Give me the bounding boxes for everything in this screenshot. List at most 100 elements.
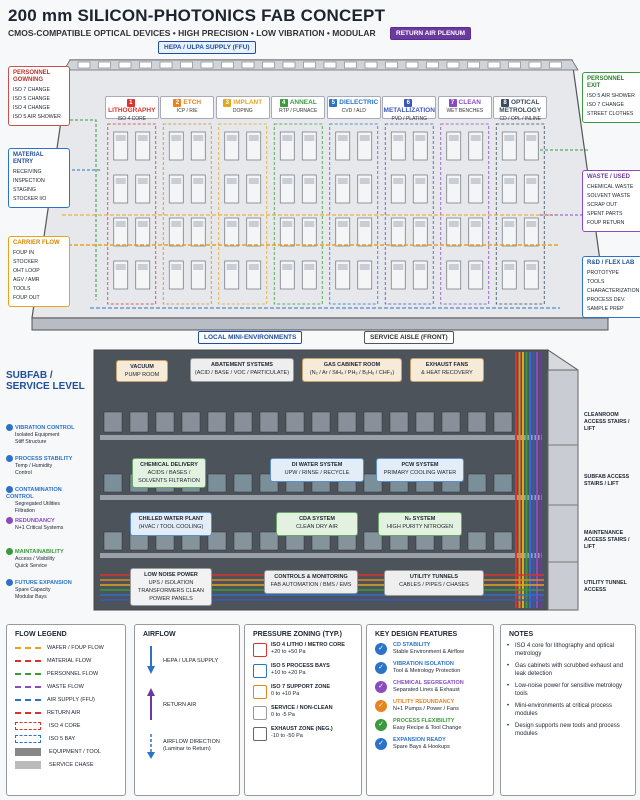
bay-sub: PVD / PLATING xyxy=(391,116,427,122)
pressure-title: PRESSURE ZONING (TYP.) xyxy=(253,631,342,638)
bay-number-badge: 5 xyxy=(329,99,338,107)
bay-number-badge: 2 xyxy=(173,99,182,107)
feature-item: Control xyxy=(15,469,32,476)
ffu-unit xyxy=(364,61,378,69)
tool-panel xyxy=(359,221,370,227)
bay-zone xyxy=(218,123,268,305)
tool-panel xyxy=(226,135,237,141)
personnel-exit-box: PERSONNEL EXIT ISO 5 AIR SHOWER ISO 7 CH… xyxy=(582,72,640,123)
feature-icon xyxy=(6,579,13,586)
tool-panel xyxy=(193,264,204,270)
bay-sub: WET BENCHES xyxy=(446,108,484,114)
tool-panel xyxy=(304,221,315,227)
subfab-equipment-unit xyxy=(285,411,305,433)
tool-panel xyxy=(337,264,348,270)
check-icon: ✓ xyxy=(375,738,387,750)
subfab-equipment-unit xyxy=(441,411,461,433)
tool-panel xyxy=(415,178,426,184)
tool-panel xyxy=(248,221,259,227)
ffu-unit xyxy=(282,61,296,69)
tool-panel xyxy=(137,135,148,141)
ffu-unit xyxy=(385,61,398,69)
system-box-abatement-systems: ABATEMENT SYSTEMS(ACID / BASE / VOC / PA… xyxy=(190,358,294,382)
feature-item: N+1 Critical Systems xyxy=(15,524,64,531)
zone-label: ISO 4 CORE xyxy=(49,723,81,729)
subfab-equipment-unit xyxy=(259,411,279,433)
tool-panel xyxy=(448,178,459,184)
airflow-title: AIRFLOW xyxy=(143,631,176,638)
flow-legend-row: PERSONNEL FLOW xyxy=(7,668,125,681)
system-box-exhaust-fans: EXHAUST FANS& HEAT RECOVERY xyxy=(410,358,484,382)
tool-panel xyxy=(193,221,204,227)
tool-panel xyxy=(193,178,204,184)
subfab-equipment-unit xyxy=(493,531,513,551)
system-sub: PRIMARY COOLING WATER xyxy=(383,470,457,476)
subfab-equipment-unit xyxy=(103,531,123,551)
bay-number-badge: 6 xyxy=(404,99,413,107)
waste-item: FOUP RETURN xyxy=(587,220,625,226)
system-sub: CLEAN DRY AIR xyxy=(296,524,338,530)
page-subtitle: CMOS-COMPATIBLE OPTICAL DEVICES • HIGH P… xyxy=(8,28,376,38)
tool-panel xyxy=(415,135,426,141)
ffu-unit xyxy=(118,61,132,69)
system-name: GAS CABINET ROOM xyxy=(323,362,381,368)
flow-legend-row: WAFER / FOUP FLOW xyxy=(7,642,125,655)
cleanroom-floor-drawing xyxy=(31,59,609,331)
gowning-item: ISO 7 CHANGE xyxy=(13,87,50,93)
tool-panel xyxy=(526,135,537,141)
rd-lab-item: PROTOTYPE TOOLS xyxy=(587,270,619,285)
note-item: Low-noise power for sensitive metrology … xyxy=(501,682,635,698)
waste-box: WASTE / USED CHEMICAL WASTE SOLVENT WAST… xyxy=(582,170,640,232)
flow-legend-row: RETURN AIR xyxy=(7,707,125,720)
flow-legend-row: AIR SUPPLY (FFU) xyxy=(7,694,125,707)
tool-panel xyxy=(337,221,348,227)
feature-title: MAINTAINABILITY xyxy=(15,548,64,555)
zone-label: ISO 5 BAY xyxy=(49,736,76,742)
exit-title: PERSONNEL EXIT xyxy=(587,76,625,89)
carrier-flow-item: STOCKER xyxy=(13,259,38,265)
ffu-unit xyxy=(508,61,521,69)
material-entry-title: MATERIAL ENTRY xyxy=(13,152,44,165)
check-icon: ✓ xyxy=(375,700,387,712)
gowning-title: PERSONNEL GOWNING xyxy=(13,70,51,83)
pressure-row: ISO 4 LITHO / METRO CORE+20 to +50 Pa xyxy=(245,642,361,663)
system-sub: ACIDS / BASES / SOLVENTS FILTRATION xyxy=(138,470,200,484)
bay-sub: CD / OPL / INLINE xyxy=(499,116,542,122)
floor-slab xyxy=(100,495,542,500)
tool-panel xyxy=(470,135,481,141)
flow-label: MATERIAL FLOW xyxy=(47,658,92,664)
system-sub: PUMP ROOM xyxy=(124,372,160,378)
access-label: CLEANROOM ACCESS STAIRS / LIFT xyxy=(584,412,630,432)
feature-item: Isolated Equipment xyxy=(15,431,60,438)
ffu-unit xyxy=(159,61,173,69)
bay-number-badge: 7 xyxy=(448,99,457,107)
zone-legend-row: ISO 5 BAY xyxy=(7,733,125,746)
flow-line-icon xyxy=(15,659,41,662)
flow-label: WAFER / FOUP FLOW xyxy=(47,645,104,651)
tool-panel xyxy=(470,264,481,270)
subfab-equipment-unit xyxy=(337,411,357,433)
tool-panel xyxy=(470,178,481,184)
system-box-chilled-water-plant: CHILLED WATER PLANT(HVAC / TOOL COOLING) xyxy=(130,512,212,536)
tool-panel xyxy=(448,264,459,270)
carrier-flow-item: FOUP IN xyxy=(13,250,34,256)
feature-item: Segregated Utilities xyxy=(15,500,60,507)
material-entry-item: INSPECTION xyxy=(13,178,45,184)
ffu-unit xyxy=(77,61,91,69)
system-name: CONTROLS & MONITORING xyxy=(274,574,348,580)
ffu-unit xyxy=(344,61,357,69)
bay-sub: DOPING xyxy=(232,108,253,114)
note-item: ISO 4 core for lithography and optical m… xyxy=(501,642,635,658)
